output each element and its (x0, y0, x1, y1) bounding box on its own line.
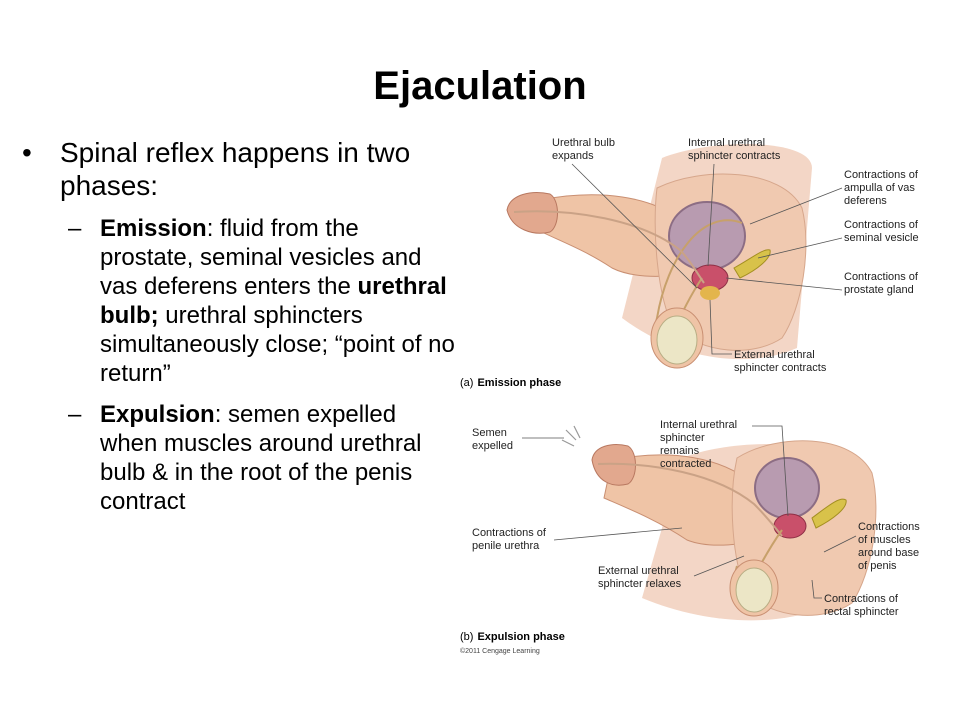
semen-squirt (561, 425, 581, 447)
caption-a-text: Emission phase (477, 377, 561, 389)
label-internal-remains-3: remains (660, 445, 700, 457)
label-ampulla-1: Contractions of (844, 169, 919, 181)
urethral-bulb (700, 286, 720, 300)
label-external-contracts-1: External urethral (734, 349, 815, 361)
label-seminal-vesicle-1: Contractions of (844, 219, 919, 231)
bullet-marker: • (22, 137, 32, 168)
caption-b-letter: (b) (460, 631, 473, 643)
copyright-text: ©2011 Cengage Learning (460, 647, 540, 655)
label-muscles-base-2: of muscles (858, 534, 911, 546)
bladder (668, 201, 746, 271)
glans (506, 192, 558, 234)
label-internal-contracts-2: sphincter contracts (688, 150, 781, 162)
urethra-b (597, 462, 783, 537)
svg-text:(b)Expulsion phase: (b) Expulsion phase (460, 631, 565, 643)
expulsion-leader-lines (522, 425, 857, 599)
label-penile-urethra-1: Contractions of (472, 527, 547, 539)
emission-leader-lines (571, 163, 843, 355)
slide-title: Ejaculation (373, 64, 587, 108)
caption-b-text: Expulsion phase (477, 631, 564, 643)
label-semen-2: expelled (472, 440, 513, 452)
emission-text-1: : fluid from the prostate, seminal vesic… (100, 215, 422, 300)
emission-term: Emission (100, 215, 207, 242)
label-external-relaxes-2: sphincter relaxes (598, 578, 682, 590)
dash-marker: – (68, 401, 82, 428)
expulsion-term: Expulsion (100, 401, 215, 428)
label-semen-1: Semen (472, 427, 507, 439)
emission-text-2: urethral sphincters simultaneously close… (100, 302, 455, 387)
label-rectal-2: rectal sphincter (824, 606, 899, 618)
label-external-relaxes-1: External urethral (598, 565, 679, 577)
label-external-contracts-2: sphincter contracts (734, 362, 827, 374)
bullet-main: • Spinal reflex happens in two phases: (22, 136, 457, 202)
seminal-vesicle-b (811, 498, 847, 529)
bullet-emission: – Emission: fluid from the prostate, sem… (22, 214, 457, 388)
emission-illustration (506, 144, 812, 369)
label-ampulla-3: deferens (844, 195, 887, 207)
label-internal-remains-1: Internal urethral (660, 419, 737, 431)
bullet-main-text: Spinal reflex happens in two phases: (60, 137, 411, 201)
bullet-expulsion: – Expulsion: semen expelled when muscles… (22, 400, 457, 516)
expulsion-illustration (561, 425, 877, 621)
label-muscles-base-4: of penis (858, 560, 897, 572)
expulsion-text: : semen expelled when muscles around ure… (100, 401, 422, 515)
bladder-b (754, 457, 820, 519)
label-bulb-expands-2: expands (552, 150, 594, 162)
testis-inner-b (735, 567, 773, 613)
label-prostate-1: Contractions of (844, 271, 919, 283)
label-internal-remains-2: sphincter (660, 432, 705, 444)
label-muscles-base-1: Contractions (858, 521, 920, 533)
label-ampulla-2: ampulla of vas (844, 182, 915, 194)
emission-bold-text: urethral bulb; (100, 273, 447, 329)
label-seminal-vesicle-2: seminal vesicle (844, 232, 919, 244)
testis-inner (656, 315, 698, 365)
seminal-vesicle (733, 249, 771, 279)
caption-a-letter: (a) (460, 377, 473, 389)
urethra (513, 210, 705, 284)
svg-text:(a)Emission phase: (a) Emission phase (460, 377, 561, 389)
label-internal-remains-4: contracted (660, 458, 711, 470)
dash-marker: – (68, 215, 82, 242)
emission-caption: (a) Emission phase (460, 377, 561, 389)
label-penile-urethra-2: penile urethra (472, 540, 540, 552)
label-muscles-base-3: around base (858, 547, 919, 559)
label-internal-contracts-1: Internal urethral (688, 137, 765, 149)
label-bulb-expands-1: Urethral bulb (552, 137, 615, 149)
bullet-list: • Spinal reflex happens in two phases: –… (22, 136, 457, 516)
expulsion-caption: (b) Expulsion phase ©2011 Cengage Learnin… (460, 631, 565, 655)
label-rectal-1: Contractions of (824, 593, 899, 605)
label-prostate-2: prostate gland (844, 284, 914, 296)
